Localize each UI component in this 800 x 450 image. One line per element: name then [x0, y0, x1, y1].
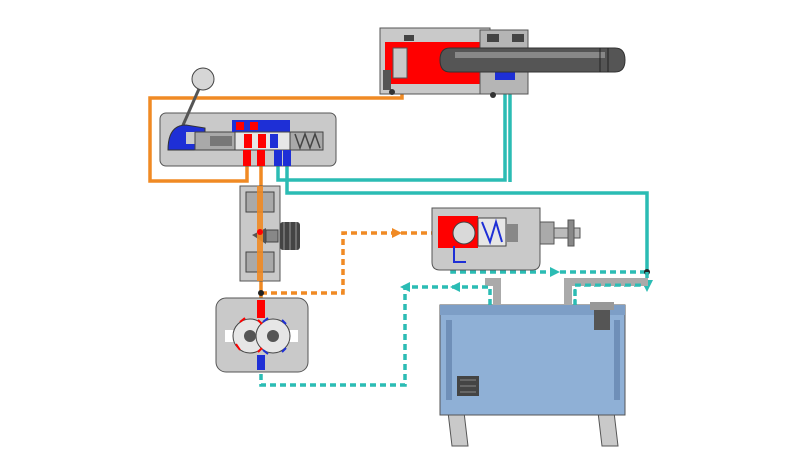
relief-valve	[431, 207, 581, 271]
directional-control-valve	[159, 67, 337, 167]
lever-knob-icon	[191, 67, 215, 91]
pressure-line-to-relief	[261, 231, 432, 295]
arrow-drain-right	[550, 267, 560, 277]
reservoir-tank	[439, 278, 648, 447]
gear-pump	[215, 297, 309, 373]
relief-ball-icon	[452, 221, 476, 245]
junction-dot-pump	[258, 290, 264, 296]
piston-rod	[439, 47, 626, 73]
filler-cap-icon	[594, 310, 610, 330]
return-line-valve-to-tank	[285, 165, 649, 272]
flow-control-valve	[239, 185, 300, 282]
arrow-to-relief-1	[392, 228, 402, 238]
hydraulic-cylinder	[379, 27, 626, 98]
valve-lever	[178, 81, 204, 133]
